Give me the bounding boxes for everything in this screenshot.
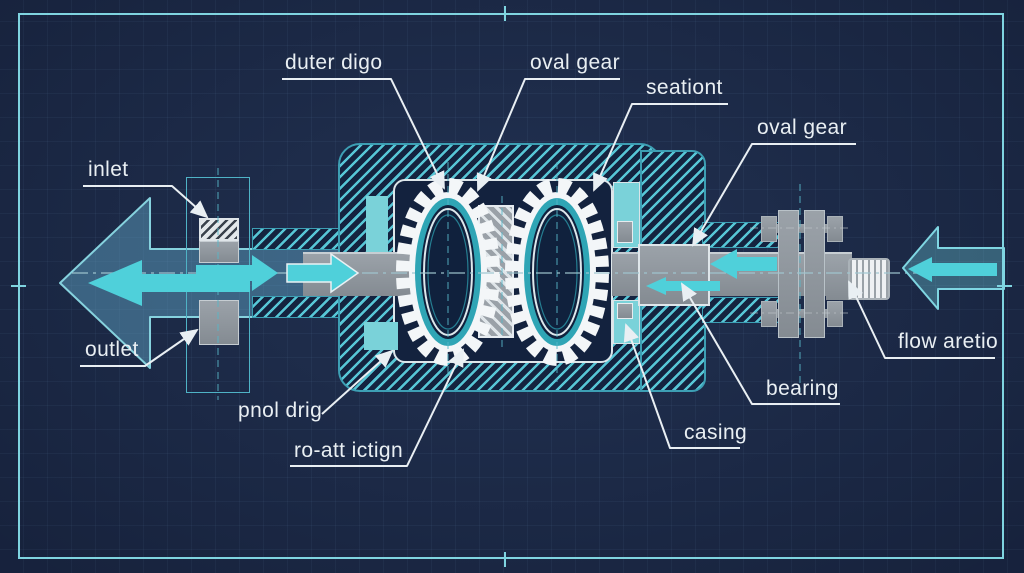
label-ro-att-ictign: ro-att ictign	[294, 439, 404, 462]
label-casing: casing	[684, 421, 748, 444]
seal-insert-top	[617, 221, 633, 243]
casing-step-bottom-left	[364, 322, 398, 350]
bolt-head-top-left	[761, 216, 777, 242]
vertical-centerlines	[217, 162, 801, 400]
casing-step-top-left	[366, 196, 388, 252]
flow-arrow-far-right	[908, 257, 997, 282]
leader-pnol-drig	[321, 349, 394, 415]
gear-teeth	[505, 178, 609, 366]
label-oval-gear-right: oval gear	[757, 116, 847, 139]
label-seationt: seationt	[646, 76, 723, 99]
label-outlet: outlet	[85, 338, 139, 361]
frame-tick-right	[997, 285, 1012, 287]
flow-arrow-into-meter-1	[196, 255, 278, 291]
leader-casing	[623, 323, 740, 449]
leader-lines	[80, 78, 995, 467]
bolt-head-top-right	[827, 216, 843, 242]
seal-seat-top	[613, 182, 640, 248]
leader-oval-gear-right	[691, 143, 856, 247]
leader-oval-gear-top	[476, 78, 620, 192]
flow-arrow-right-a	[710, 249, 777, 279]
label-oval-gear-top: oval gear	[530, 51, 620, 74]
bolt-centerlines	[750, 227, 848, 314]
leader-flow-aretio	[848, 280, 995, 359]
frame-tick-left	[11, 285, 26, 287]
outlet-port-block	[199, 300, 239, 345]
bolt-head-bottom-right	[827, 301, 843, 327]
label-inlet: inlet	[88, 158, 129, 181]
flow-arrow-into-meter-2	[286, 252, 360, 294]
drawing-frame	[18, 13, 1004, 559]
label-duter-digo: duter digo	[285, 51, 383, 74]
gear-teeth	[396, 178, 500, 366]
leader-inlet	[83, 185, 209, 219]
seal-insert-bottom	[617, 303, 633, 319]
bright-flow-arrows	[88, 249, 997, 306]
bolt-head-bottom-left	[761, 301, 777, 327]
bolt-stem-top	[768, 224, 838, 233]
bearing-block	[638, 244, 710, 306]
label-flow-aretio: flow aretio	[898, 330, 999, 353]
flange-plate-left	[778, 210, 799, 338]
bolt-stem-bottom	[768, 309, 838, 318]
pipe-collar-bottom	[252, 296, 342, 318]
leader-outlet	[80, 328, 199, 367]
inlet-seal-hatched	[199, 218, 239, 241]
shaft-left	[303, 252, 425, 296]
inlet-port-block	[199, 241, 239, 263]
frame-tick-top	[504, 6, 506, 21]
pipe-collar-top	[252, 228, 342, 250]
flow-arrow-left-out	[88, 260, 250, 306]
leader-seationt	[593, 103, 728, 192]
leader-duter-digo	[282, 78, 445, 190]
label-pnol-drig: pnol drig	[238, 399, 323, 422]
leader-ro-att-ictign	[290, 348, 464, 467]
leader-bearing	[680, 282, 840, 405]
frame-tick-bottom	[504, 552, 506, 567]
flange-plate-right	[804, 210, 825, 338]
shaft-stub	[826, 256, 852, 300]
label-bearing: bearing	[766, 377, 839, 400]
